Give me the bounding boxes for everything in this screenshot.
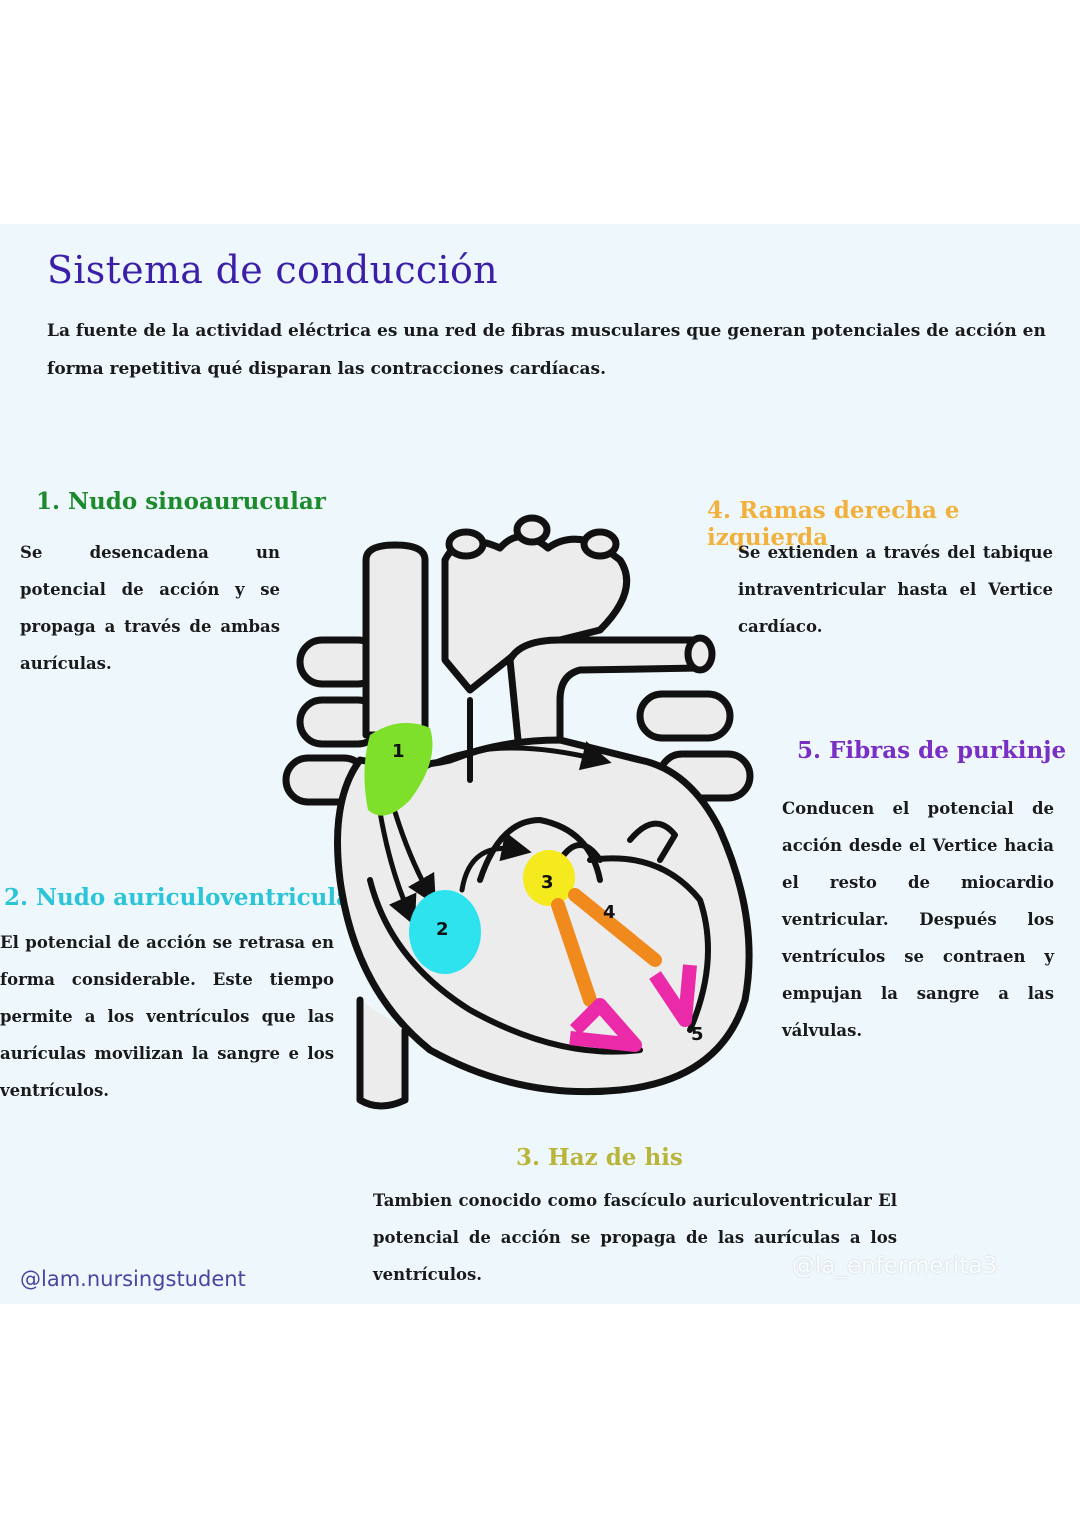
pulmonary-artery-end-1 [684, 634, 716, 674]
pulmonary-artery [506, 636, 704, 764]
node-1-sa [364, 722, 433, 816]
branch-4-right [568, 888, 662, 967]
left-ventricle-wall [587, 855, 711, 1033]
inferior-vena-cava [356, 996, 409, 1110]
arrow-av-to-his [459, 831, 532, 893]
page-title: Sistema de conducción [47, 248, 498, 292]
heart-diagram: 1 2 3 4 5 [282, 514, 754, 1110]
heading-ramas: 4. Ramas derecha e izquierda [707, 497, 960, 551]
aorta-branch-3 [580, 528, 620, 560]
branch-4-left [551, 898, 597, 1007]
diagram-label-1: 1 [392, 741, 405, 762]
aorta-branch-2 [513, 514, 551, 546]
text-nudo-auriculoventricular: El potencial de acción se retrasa en for… [0, 933, 334, 1100]
author-handle: @lam.nursingstudent [20, 1267, 246, 1291]
purkinje-5-right [649, 964, 697, 1027]
diagram-label-4: 4 [603, 902, 616, 923]
diagram-label-5: 5 [691, 1024, 704, 1045]
arrow-sa-to-av-1 [377, 809, 417, 926]
valve-right [627, 820, 678, 863]
arrow-sa-to-av-2 [392, 809, 436, 906]
text-fibras-purkinje: Conducen el potencial de acción desde el… [782, 799, 1054, 1040]
diagram-label-3: 3 [541, 872, 554, 893]
purkinje-5-left [569, 998, 642, 1052]
heading-nudo-auriculoventricular: 2. Nudo auriculoventricular [4, 884, 364, 911]
node-3-his [523, 850, 575, 906]
node-2-av [409, 890, 481, 974]
heading-fibras-purkinje: 5. Fibras de purkinje [797, 737, 1067, 764]
text-ramas: Se extienden a través del tabique intrav… [738, 543, 1053, 636]
text-haz-de-his: Tambien conocido como fascículo auriculo… [373, 1191, 897, 1284]
heading-nudo-sinoauricular: 1. Nudo sinoaurucular [36, 488, 326, 515]
pulmonary-vein-right-1 [636, 690, 734, 742]
right-ventricle-wall [367, 877, 643, 1055]
tiktok-watermark: @la_enfermerita3 [792, 1253, 998, 1279]
vena-cava [362, 541, 429, 739]
intro-paragraph: La fuente de la actividad eléctrica es u… [47, 321, 1046, 379]
heading-haz-de-his: 3. Haz de his [516, 1144, 683, 1171]
text-nudo-sinoauricular: Se desencadena un potencial de acción y … [20, 543, 280, 673]
aorta-branch-1 [445, 528, 487, 560]
arrow-sa-to-la [409, 741, 612, 778]
diagram-label-2: 2 [436, 919, 449, 940]
